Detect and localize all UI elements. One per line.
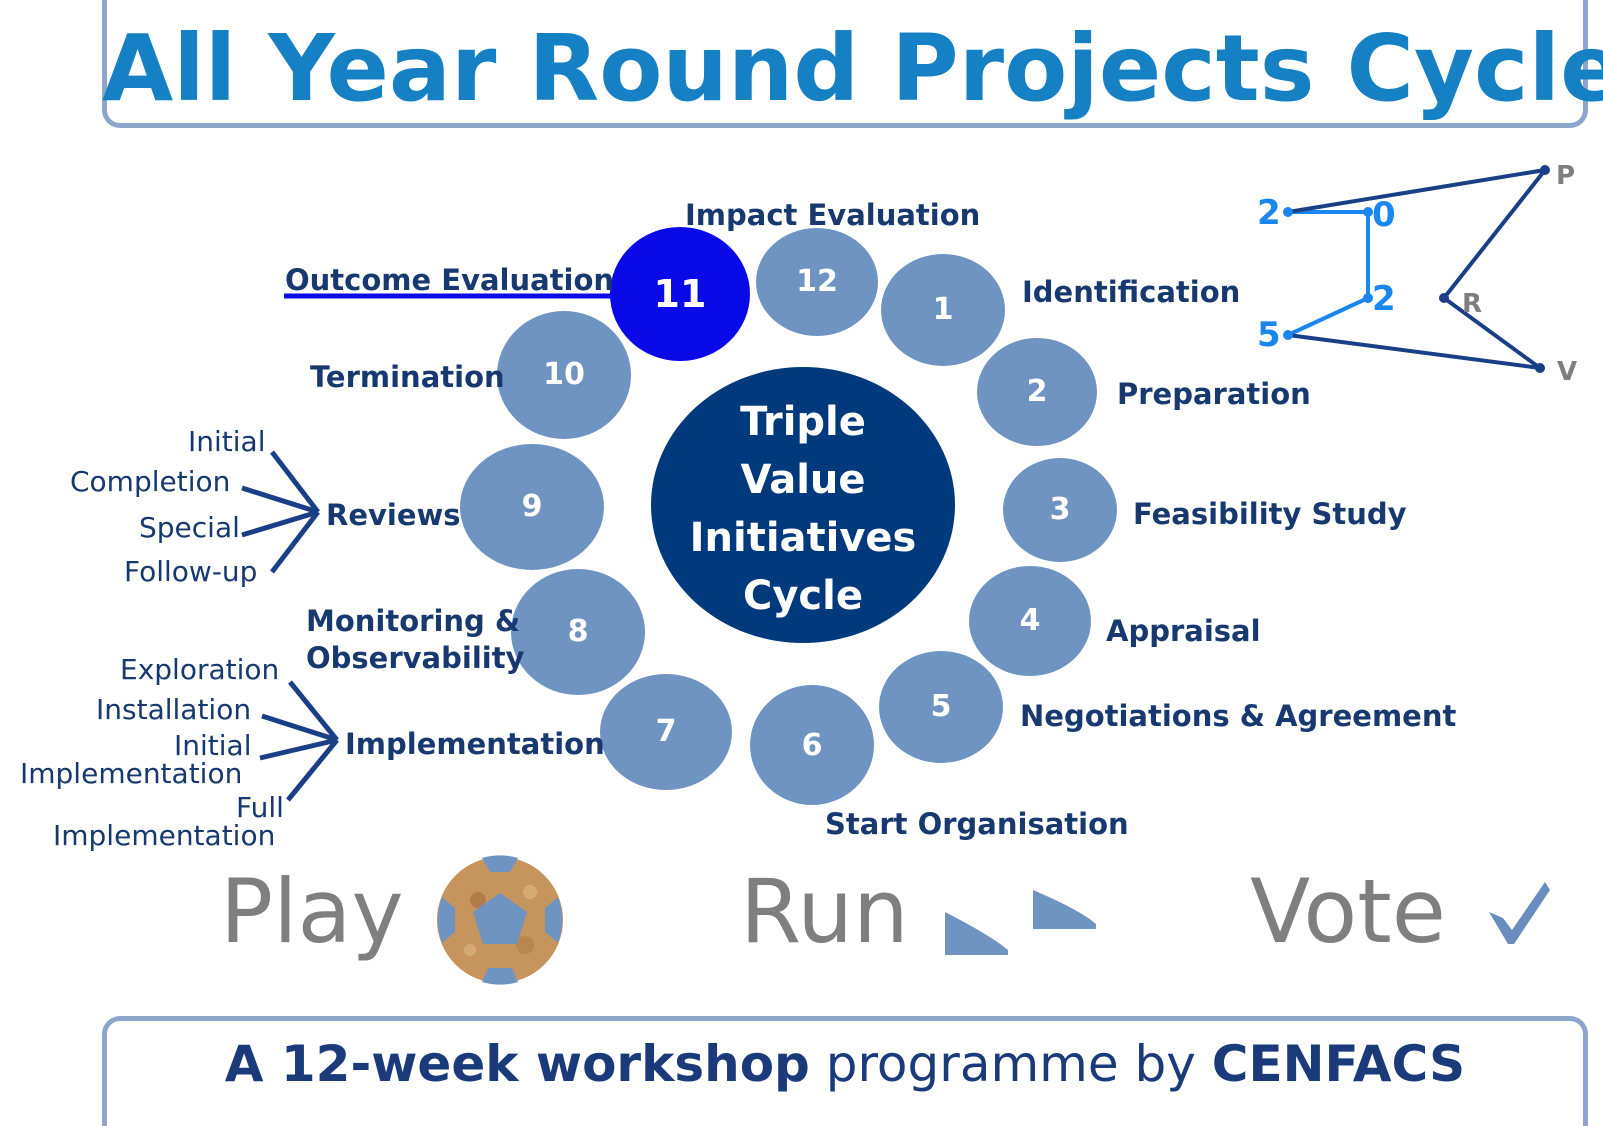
step-number-6: 6 <box>801 728 823 763</box>
logo-letter-p: P <box>1556 161 1576 191</box>
step-label-10: Termination <box>310 360 505 394</box>
footer-programme: programme by <box>809 1035 1212 1093</box>
step-label-11: Outcome Evaluation <box>285 263 615 297</box>
center-title-line-3: Initiatives <box>689 515 917 561</box>
footer-frame <box>102 1016 1588 1126</box>
step-circle-8 <box>511 569 645 695</box>
footer-organisation: CENFACS <box>1211 1035 1466 1093</box>
step-number-8: 8 <box>567 614 589 649</box>
step-circle-1 <box>881 254 1005 366</box>
implementation-stage-full-implementation: Implementation <box>53 819 276 852</box>
run-icon <box>945 890 1096 955</box>
step-circle-10 <box>497 311 631 439</box>
step-label-7: Implementation <box>345 727 605 761</box>
step-number-7: 7 <box>655 714 677 749</box>
review-type-initial: Initial <box>188 425 266 458</box>
step-circle-12 <box>756 228 878 336</box>
review-type-completion: Completion <box>70 465 231 498</box>
implementation-stage-initial: Initial <box>174 729 252 762</box>
step-label-8-line-2: Observability <box>306 641 525 675</box>
step-circle-7 <box>600 674 732 790</box>
step-number-3: 3 <box>1049 492 1071 527</box>
year-digit-4: 5 <box>1257 315 1281 355</box>
page-title: All Year Round Projects Cycle <box>102 15 1603 122</box>
vote-label: Vote <box>1250 860 1446 963</box>
step-label-4: Appraisal <box>1106 614 1261 648</box>
center-title-line-1: Triple <box>740 399 866 445</box>
step-circle-2 <box>977 338 1097 446</box>
step-circle-5 <box>879 651 1003 763</box>
step-number-4: 4 <box>1019 603 1041 638</box>
step-label-1: Identification <box>1022 275 1241 309</box>
step-number-10: 10 <box>543 357 585 392</box>
step-label-3: Feasibility Study <box>1133 497 1407 531</box>
step-circle-6 <box>750 685 874 805</box>
run-label: Run <box>740 860 909 963</box>
footer-text: A 12-week workshop programme by CENFACS <box>102 1034 1588 1094</box>
reviews-fan-lines <box>241 450 320 574</box>
play-label: Play <box>220 860 404 963</box>
implementation-fan-lines <box>259 680 339 802</box>
center-title-line-2: Value <box>740 457 866 503</box>
step-number-9: 9 <box>521 489 543 524</box>
step-label-9: Reviews <box>326 498 461 532</box>
logo-letter-r: R <box>1462 289 1483 319</box>
year-digit-3: 2 <box>1372 279 1396 319</box>
year-digit-2: 0 <box>1372 195 1396 235</box>
center-circle <box>651 367 955 643</box>
step-label-6: Start Organisation <box>825 807 1129 841</box>
year-digit-1: 2 <box>1257 193 1281 233</box>
step-label-12: Impact Evaluation <box>685 198 981 232</box>
step-label-8-line-1: Monitoring & <box>306 604 521 638</box>
implementation-stage-exploration: Exploration <box>120 653 280 686</box>
checkmark-icon <box>1489 882 1550 944</box>
step-circle-3 <box>1003 458 1117 562</box>
step-number-11: 11 <box>653 272 707 316</box>
implementation-stage-full: Full <box>236 791 284 824</box>
step-label-5: Negotiations & Agreement <box>1020 699 1457 733</box>
review-type-follow-up: Follow-up <box>124 555 258 588</box>
step-number-2: 2 <box>1026 374 1048 409</box>
logo-letter-v: V <box>1557 357 1578 387</box>
review-type-special: Special <box>139 511 240 544</box>
title-frame <box>102 0 1588 128</box>
footer-workshop: A 12-week workshop <box>224 1035 810 1093</box>
step-circle-4 <box>969 566 1091 676</box>
implementation-stage-initial-implementation: Implementation <box>20 757 243 790</box>
step-number-5: 5 <box>930 689 952 724</box>
center-title-line-4: Cycle <box>743 573 863 619</box>
step-circle-9 <box>460 444 604 570</box>
step-number-12: 12 <box>796 264 838 299</box>
implementation-stage-installation: Installation <box>96 693 252 726</box>
step-label-2: Preparation <box>1117 377 1311 411</box>
ball-icon <box>437 855 563 985</box>
step-number-1: 1 <box>932 292 954 327</box>
year-logo-lines <box>1287 168 1547 370</box>
step-circle-11 <box>610 227 750 361</box>
